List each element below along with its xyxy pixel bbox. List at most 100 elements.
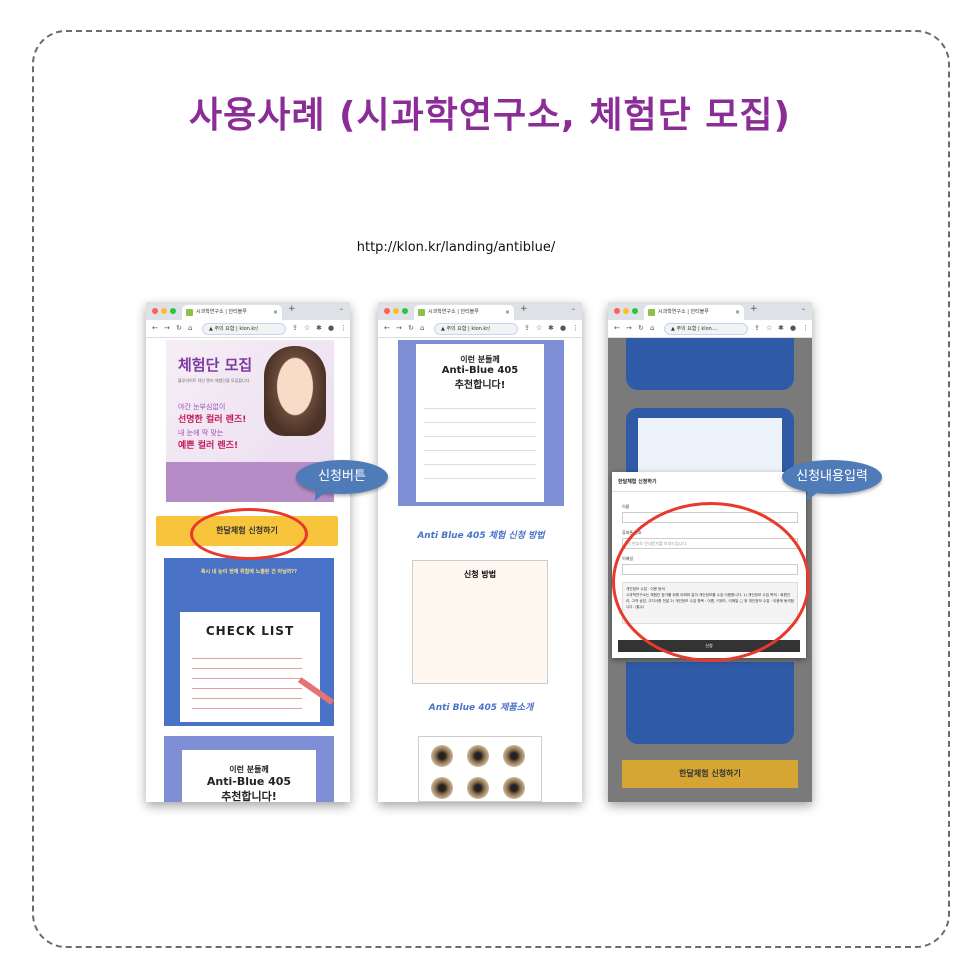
chevron-down-icon[interactable]: ⌄ <box>338 305 344 312</box>
tab-bar: 시과학연구소 | 안티블루 × + ⌄ <box>378 302 582 320</box>
address-bar[interactable]: ▲ 주의 요함 | klon.... <box>664 323 748 335</box>
dashed-frame <box>32 30 950 948</box>
hero-line-4: 예쁜 컬러 렌즈! <box>178 441 239 451</box>
nav-bar: ← → ↻ ⌂ ▲ 주의 요함 | klon.kr/ ⇪ ☆ ✱ ● ⋮ <box>146 320 350 338</box>
callout-apply-button: 신청버튼 <box>296 460 388 504</box>
bookmark-star-icon[interactable]: ☆ <box>304 324 311 332</box>
minimize-window-dot[interactable] <box>161 308 167 314</box>
menu-icon[interactable]: ⋮ <box>572 324 579 332</box>
address-bar[interactable]: ▲ 주의 요함 | klon.kr/ <box>434 323 518 335</box>
tab-close-icon[interactable]: × <box>272 309 278 316</box>
chevron-down-icon[interactable]: ⌄ <box>570 305 576 312</box>
back-icon[interactable]: ← <box>152 324 158 332</box>
lens-image <box>431 777 453 799</box>
checklist-line <box>192 668 302 669</box>
forward-icon[interactable]: → <box>396 324 402 332</box>
lens-image <box>503 745 525 767</box>
tab-close-icon[interactable]: × <box>734 309 740 316</box>
profile-icon[interactable]: ● <box>328 324 335 332</box>
address-host: klon.... <box>701 326 719 332</box>
minimize-window-dot[interactable] <box>393 308 399 314</box>
home-icon[interactable]: ⌂ <box>420 324 425 332</box>
reload-icon[interactable]: ↻ <box>638 324 644 332</box>
bookmark-star-icon[interactable]: ☆ <box>536 324 543 332</box>
chevron-down-icon[interactable]: ⌄ <box>800 305 806 312</box>
new-tab-icon[interactable]: + <box>288 304 296 314</box>
checklist-line <box>192 708 302 709</box>
recommend-card: 이런 분들께 Anti-Blue 405 추천합니다! <box>398 340 564 506</box>
new-tab-icon[interactable]: + <box>520 304 528 314</box>
menu-icon[interactable]: ⋮ <box>802 324 809 332</box>
nav-bar: ← → ↻ ⌂ ▲ 주의 요함 | klon.kr/ ⇪ ☆ ✱ ● ⋮ <box>378 320 582 338</box>
recommend-line-1: 이런 분들께 <box>229 765 269 774</box>
lens-image <box>467 745 489 767</box>
hero-line-2: 선명한 컬러 렌즈! <box>178 415 247 425</box>
bookmark-star-icon[interactable]: ☆ <box>766 324 773 332</box>
checklist-title: CHECK LIST <box>205 624 295 638</box>
recommend-line-2: Anti-Blue 405 <box>441 365 519 376</box>
profile-icon[interactable]: ● <box>790 324 797 332</box>
forward-icon[interactable]: → <box>626 324 632 332</box>
reload-icon[interactable]: ↻ <box>176 324 182 332</box>
extensions-icon[interactable]: ✱ <box>316 324 322 332</box>
page-content-1: 체험단 모집 블루라이트 차단 렌즈 체험단을 모집합니다 야간 눈부심없이 선… <box>146 338 350 802</box>
close-window-dot[interactable] <box>614 308 620 314</box>
back-icon[interactable]: ← <box>614 324 620 332</box>
page-title: 사용사례 (시과학연구소, 체험단 모집) <box>189 95 791 136</box>
name-label: 이름 <box>622 504 630 509</box>
share-icon[interactable]: ⇪ <box>292 324 298 332</box>
recommend-line-3: 추천합니다! <box>221 790 277 802</box>
forward-icon[interactable]: → <box>164 324 170 332</box>
tab-close-icon[interactable]: × <box>504 309 510 316</box>
close-window-dot[interactable] <box>384 308 390 314</box>
tab-title: 시과학연구소 | 안티블루 <box>196 309 247 315</box>
info-panel <box>626 338 794 390</box>
landing-url[interactable]: http://klon.kr/landing/antiblue/ <box>356 240 556 255</box>
callout-apply-input: 신청내용입력 <box>782 460 882 504</box>
reload-icon[interactable]: ↻ <box>408 324 414 332</box>
profile-icon[interactable]: ● <box>560 324 567 332</box>
checklist-line <box>192 658 302 659</box>
address-warning: 주의 요함 <box>676 326 697 332</box>
extensions-icon[interactable]: ✱ <box>548 324 554 332</box>
hero-title: 체험단 모집 <box>178 356 253 374</box>
highlight-ellipse <box>612 502 810 662</box>
lens-image <box>467 777 489 799</box>
recommend-row <box>424 436 536 437</box>
hero-line-3: 내 눈에 딱 맞는 <box>178 429 224 437</box>
checklist-header: 혹시 내 눈이 현재 위험에 노출된 건 아닐까?? <box>200 569 298 575</box>
new-tab-icon[interactable]: + <box>750 304 758 314</box>
extensions-icon[interactable]: ✱ <box>778 324 784 332</box>
browser-tab[interactable]: 시과학연구소 | 안티블루 × <box>182 305 282 320</box>
maximize-window-dot[interactable] <box>632 308 638 314</box>
favicon-icon <box>648 309 655 316</box>
back-icon[interactable]: ← <box>384 324 390 332</box>
lens-image <box>431 745 453 767</box>
address-bar[interactable]: ▲ 주의 요함 | klon.kr/ <box>202 323 286 335</box>
share-icon[interactable]: ⇪ <box>524 324 530 332</box>
hero-line-1: 야간 눈부심없이 <box>178 403 226 411</box>
hero-banner: 체험단 모집 블루라이트 차단 렌즈 체험단을 모집합니다 야간 눈부심없이 선… <box>166 340 334 502</box>
close-window-dot[interactable] <box>152 308 158 314</box>
menu-icon[interactable]: ⋮ <box>340 324 347 332</box>
home-icon[interactable]: ⌂ <box>650 324 655 332</box>
browser-tab[interactable]: 시과학연구소 | 안티블루 × <box>414 305 514 320</box>
product-section-title: Anti Blue 405 제품소개 <box>428 703 534 713</box>
tab-title: 시과학연구소 | 안티블루 <box>658 309 709 315</box>
minimize-window-dot[interactable] <box>623 308 629 314</box>
apply-button[interactable]: 한달체험 신청하기 <box>622 760 798 788</box>
address-host: klon.kr/ <box>239 326 259 332</box>
favicon-icon <box>418 309 425 316</box>
highlight-ellipse <box>190 508 308 560</box>
tab-bar: 시과학연구소 | 안티블루 × + ⌄ <box>146 302 350 320</box>
share-icon[interactable]: ⇪ <box>754 324 760 332</box>
maximize-window-dot[interactable] <box>402 308 408 314</box>
checklist-line <box>192 698 302 699</box>
browser-tab[interactable]: 시과학연구소 | 안티블루 × <box>644 305 744 320</box>
checklist-line <box>192 678 302 679</box>
recommend-row <box>424 464 536 465</box>
lens-gallery <box>418 736 542 802</box>
tab-bar: 시과학연구소 | 안티블루 × + ⌄ <box>608 302 812 320</box>
maximize-window-dot[interactable] <box>170 308 176 314</box>
home-icon[interactable]: ⌂ <box>188 324 193 332</box>
